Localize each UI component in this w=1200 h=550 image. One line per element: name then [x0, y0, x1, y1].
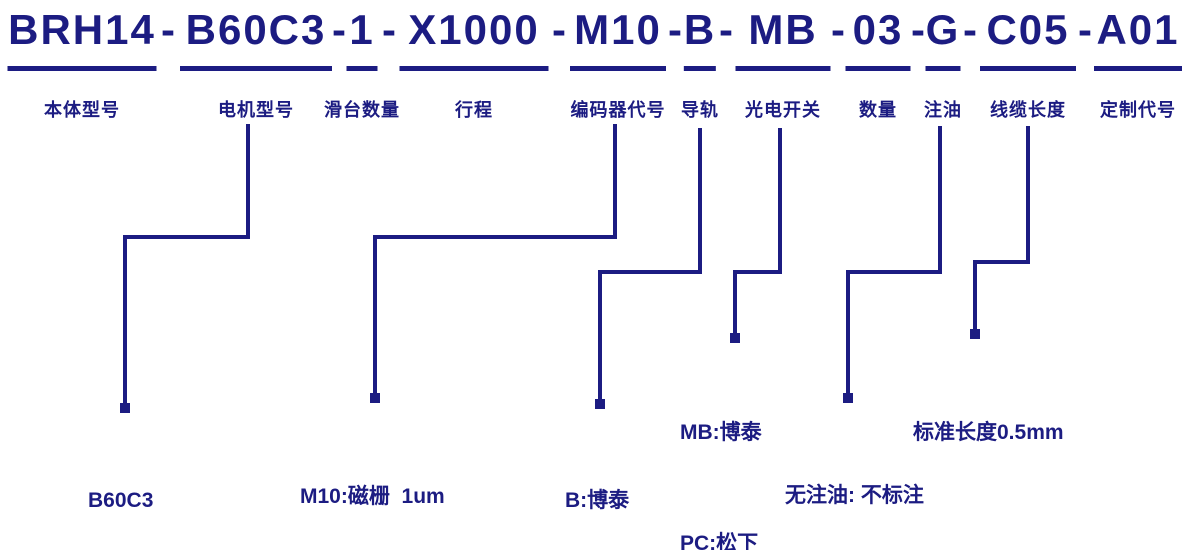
segment-code: 1: [349, 6, 375, 53]
segment-underline: [735, 66, 831, 71]
code-segment-encoder: M10 编码器代号: [570, 4, 666, 120]
motor-options-list: B60C3 B60C4 B60C6: [88, 408, 153, 550]
motor-option: B60C3: [88, 489, 154, 512]
segment-label: 滑台数量: [324, 100, 400, 120]
segment-code: MB: [748, 6, 818, 53]
segment-label: 电机型号: [218, 100, 294, 120]
oil-note: 无注油: 不标注: [785, 403, 924, 550]
oil-note-text: 无注油: 不标注: [785, 484, 924, 507]
segment-underline: [845, 66, 911, 71]
segment-underline: [399, 66, 549, 71]
code-segment-custom: A01 定制代号: [1094, 4, 1182, 120]
segment-underline: [570, 66, 666, 71]
code-segment-body: BRH14 本体型号: [7, 4, 157, 120]
code-separator: -: [719, 6, 733, 53]
segment-label: 行程: [455, 100, 493, 120]
segment-underline: [925, 66, 961, 71]
segment-underline: [684, 66, 716, 71]
code-separator: -: [382, 6, 396, 53]
switch-option: MB:博泰: [680, 421, 762, 444]
code-segment-rail: B 导轨: [681, 4, 718, 120]
rail-options-list: B:博泰 H:上银 T:THK: [565, 408, 629, 550]
code-segment-cable-length: C05 线缆长度: [980, 4, 1076, 120]
code-separator: -: [963, 6, 977, 53]
segment-code: M10: [574, 6, 662, 53]
code-segment-oil: G 注油: [924, 4, 961, 120]
segment-code: B: [683, 6, 717, 53]
cable-note: 标准长度0.5mm: [913, 340, 1064, 525]
encoder-option: M10:磁栅 1um: [300, 485, 445, 508]
segment-code: C05: [986, 6, 1070, 53]
code-separator: -: [1078, 6, 1092, 53]
segment-label: 定制代号: [1100, 100, 1176, 120]
switch-options-list: MB:博泰 PC:松下: [680, 340, 762, 550]
segment-label: 编码器代号: [570, 100, 666, 120]
segment-code: B60C3: [185, 6, 327, 53]
segment-code: X1000: [408, 6, 540, 53]
code-segment-quantity: 03 数量: [845, 4, 911, 120]
rail-option: B:博泰: [565, 489, 630, 512]
segment-underline: [7, 66, 157, 71]
segment-underline: [1094, 66, 1182, 71]
encoder-options-list: M10:磁栅 1um G10:光栅 1um G05:光栅 0.5um: [300, 404, 461, 550]
segment-code: BRH14: [8, 6, 156, 53]
code-segment-motor: B60C3 电机型号: [180, 4, 332, 120]
cable-note-text: 标准长度0.5mm: [913, 421, 1064, 444]
segment-code: 03: [852, 6, 904, 53]
segment-underline: [346, 66, 378, 71]
segment-label: 注油: [924, 100, 962, 120]
segment-code: A01: [1096, 6, 1180, 53]
segment-label: 光电开关: [745, 100, 821, 120]
segment-code: G: [925, 6, 961, 53]
segment-label: 线缆长度: [990, 100, 1066, 120]
segment-label: 本体型号: [44, 100, 120, 120]
segment-underline: [180, 66, 332, 71]
code-segment-stroke: X1000 行程: [399, 4, 549, 120]
code-separator: -: [831, 6, 845, 53]
switch-option: PC:松下: [680, 532, 759, 550]
code-separator: -: [668, 6, 682, 53]
code-segment-photo-switch: MB 光电开关: [735, 4, 831, 120]
code-segment-slider-count: 1 滑台数量: [324, 4, 399, 120]
code-separator: -: [552, 6, 566, 53]
code-separator: -: [161, 6, 175, 53]
segment-underline: [980, 66, 1076, 71]
code-separator: -: [911, 6, 925, 53]
segment-label: 导轨: [681, 100, 719, 120]
code-separator: -: [332, 6, 346, 53]
segment-label: 数量: [859, 100, 897, 120]
